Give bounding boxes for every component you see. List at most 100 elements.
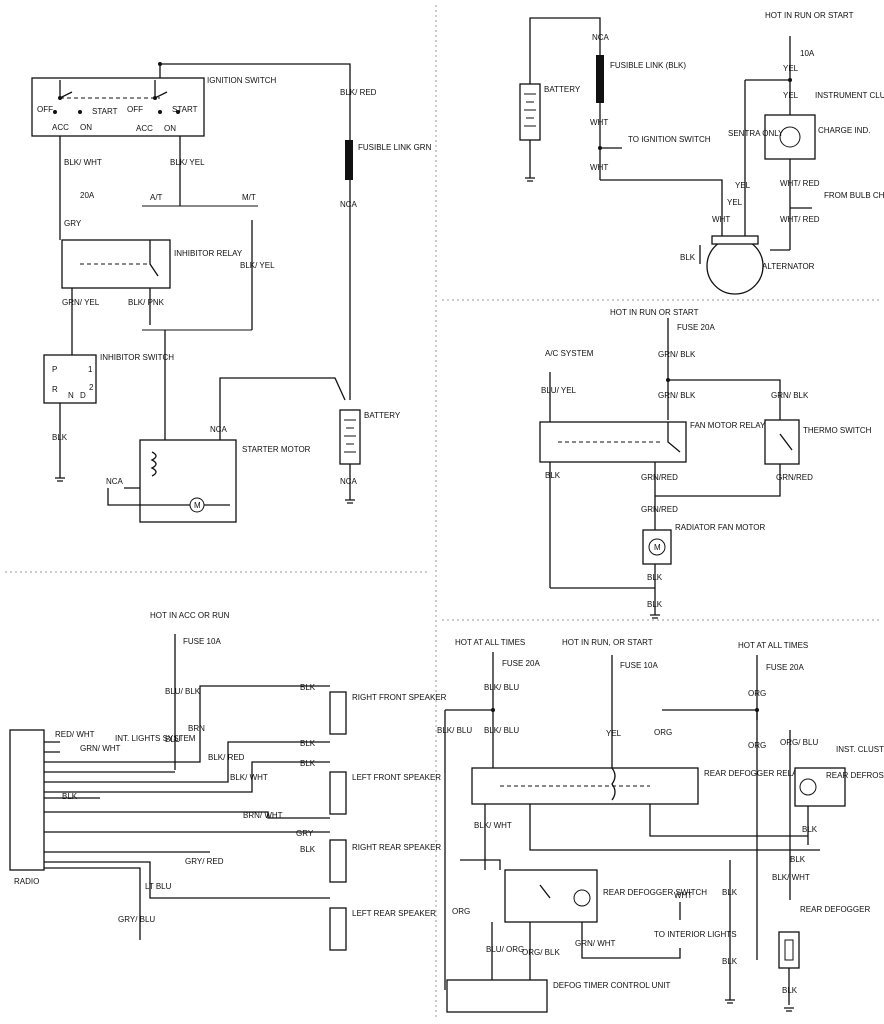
- blu-blk-label: BLU/ BLK: [165, 687, 201, 696]
- fan-relay-box: [539, 421, 687, 463]
- yel-label: YEL: [606, 729, 622, 738]
- grn-red-label-1: GRN/RED: [641, 473, 678, 482]
- to-ignition-label: TO IGNITION SWITCH: [628, 135, 711, 144]
- gry-label: GRY: [64, 219, 82, 228]
- nca-label: NCA: [592, 33, 610, 42]
- blk-blu-label-1: BLK/ BLU: [484, 683, 519, 692]
- thermo-switch-label: THERMO SWITCH: [803, 426, 872, 435]
- hot-at-all-times-label-1: HOT AT ALL TIMES: [455, 638, 525, 647]
- instrument-cluster-label: INSTRUMENT CLUSTER: [815, 91, 884, 100]
- fusible-link-blk: [596, 55, 604, 103]
- hot-in-run-label: HOT IN RUN OR START: [765, 11, 854, 20]
- blk-label: BLK: [52, 433, 68, 442]
- nca-label-4: NCA: [106, 477, 124, 486]
- cooling-fan-circuit: HOT IN RUN OR START FUSE 20A GRN/ BLK A/…: [539, 308, 872, 619]
- wht-label-1: WHT: [590, 118, 608, 127]
- from-bulb-check-label: FROM BULB CHECK RELAY: [824, 191, 884, 200]
- pos2-label: 2: [89, 383, 94, 392]
- blk-label-1: BLK: [802, 825, 818, 834]
- blk-label-3: BLK: [300, 759, 316, 768]
- start-label: START: [92, 107, 118, 116]
- rear-defogger-label: REAR DEFOGGER: [800, 905, 870, 914]
- inhibitor-relay-label: INHIBITOR RELAY: [174, 249, 243, 258]
- on-label-2: ON: [164, 124, 176, 133]
- grn-wht-label: GRN/ WHT: [80, 744, 121, 753]
- grn-yel-label: GRN/ YEL: [62, 298, 100, 307]
- grn-wht-label: GRN/ WHT: [575, 939, 616, 948]
- blk-label-1: BLK: [300, 683, 316, 692]
- rear-defrost-indicator-box: [794, 767, 846, 807]
- rear-defogger-relay-label: REAR DEFOGGER RELAY: [704, 769, 803, 778]
- thermo-switch-box: [764, 419, 800, 465]
- on-label: ON: [80, 123, 92, 132]
- rear-defrost-bulb-icon: [799, 778, 817, 796]
- radio-circuit: HOT IN ACC OR RUN FUSE 10A BLU/ BLK BLU …: [9, 611, 447, 951]
- starter-motor-box: [139, 439, 237, 523]
- org-label-1: ORG: [748, 689, 766, 698]
- gry-red-label: GRY/ RED: [185, 857, 224, 866]
- fuse-10a-label: 10A: [800, 49, 815, 58]
- p-label: P: [52, 365, 57, 374]
- fuse-10a-label: FUSE 10A: [620, 661, 658, 670]
- radio-label: RADIO: [14, 877, 39, 886]
- brn-wht-label: BRN/ WHT: [243, 811, 283, 820]
- blk-label: BLK: [680, 253, 696, 262]
- starter-motor-label: STARTER MOTOR: [242, 445, 311, 454]
- pos1-label: 1: [88, 365, 93, 374]
- rear-defrost-ind-label: REAR DEFROST IND.: [826, 771, 884, 780]
- r-label: R: [52, 385, 58, 394]
- wht-label-3: WHT: [712, 215, 730, 224]
- fan-motor-symbol: [648, 538, 666, 556]
- fan-fuse-label: FUSE 20A: [677, 323, 715, 332]
- blk-label-2: BLK: [300, 739, 316, 748]
- blk-label-2: BLK: [647, 573, 663, 582]
- wht-red-label-2: WHT/ RED: [780, 215, 820, 224]
- ignition-switch-box: [31, 77, 205, 137]
- fan-hot-label: HOT IN RUN OR START: [610, 308, 699, 317]
- grn-blk-label-2: GRN/ BLK: [658, 391, 696, 400]
- blk-label-4: BLK: [300, 845, 316, 854]
- org-label-4: ORG: [452, 907, 470, 916]
- fan-motor-m-label: M: [654, 543, 661, 552]
- radio-hot-label: HOT IN ACC OR RUN: [150, 611, 230, 620]
- red-wht-label: RED/ WHT: [55, 730, 95, 739]
- battery-label: BATTERY: [364, 411, 401, 420]
- grn-red-label-2: GRN/RED: [776, 473, 813, 482]
- acc-label: ACC: [52, 123, 69, 132]
- yel-label-1: YEL: [783, 64, 799, 73]
- fusible-link-label: FUSIBLE LINK GRN: [358, 143, 432, 152]
- blu-org-label: BLU/ ORG: [486, 945, 524, 954]
- battery-label: BATTERY: [544, 85, 581, 94]
- fuse-20a-label: 20A: [80, 191, 95, 200]
- gry-label: GRY: [296, 829, 314, 838]
- blk-label-4: BLK: [722, 957, 738, 966]
- nca-label-2: NCA: [340, 477, 358, 486]
- yel-label-4: YEL: [727, 198, 743, 207]
- to-interior-lights-label: TO INTERIOR LIGHTS: [654, 930, 737, 939]
- hot-in-run-start-label: HOT IN RUN, OR START: [562, 638, 653, 647]
- wht-red-label-1: WHT/ RED: [780, 179, 820, 188]
- acc-label-2: ACC: [136, 124, 153, 133]
- battery-symbol: [339, 409, 361, 465]
- mt-label: M/T: [242, 193, 256, 202]
- rear-defogger-element: [778, 931, 800, 969]
- rear-defogger-circuit: HOT AT ALL TIMES HOT IN RUN, OR START HO…: [437, 638, 884, 1013]
- blu-yel-label: BLU/ YEL: [541, 386, 577, 395]
- radiator-fan-motor-label: RADIATOR FAN MOTOR: [675, 523, 765, 532]
- alternator-symbol: [706, 237, 764, 295]
- ignition-switch-label: IGNITION SWITCH: [207, 76, 277, 85]
- wht-label: WHT: [674, 891, 692, 900]
- ac-system-label: A/C SYSTEM: [545, 349, 594, 358]
- right-rear-speaker: [329, 839, 347, 883]
- nca-label-1: NCA: [340, 200, 358, 209]
- start-label-2: START: [172, 105, 198, 114]
- radio-box: [9, 729, 45, 871]
- blk-label-1: BLK: [545, 471, 561, 480]
- radio-ground-label: BLK: [62, 792, 78, 801]
- sentra-only-label: SENTRA ONLY: [728, 129, 784, 138]
- gry-blu-label: GRY/ BLU: [118, 915, 155, 924]
- blk-blu-label-2: BLK/ BLU: [437, 726, 472, 735]
- yel-label-2: YEL: [783, 91, 799, 100]
- blu-label: BLU: [165, 735, 181, 744]
